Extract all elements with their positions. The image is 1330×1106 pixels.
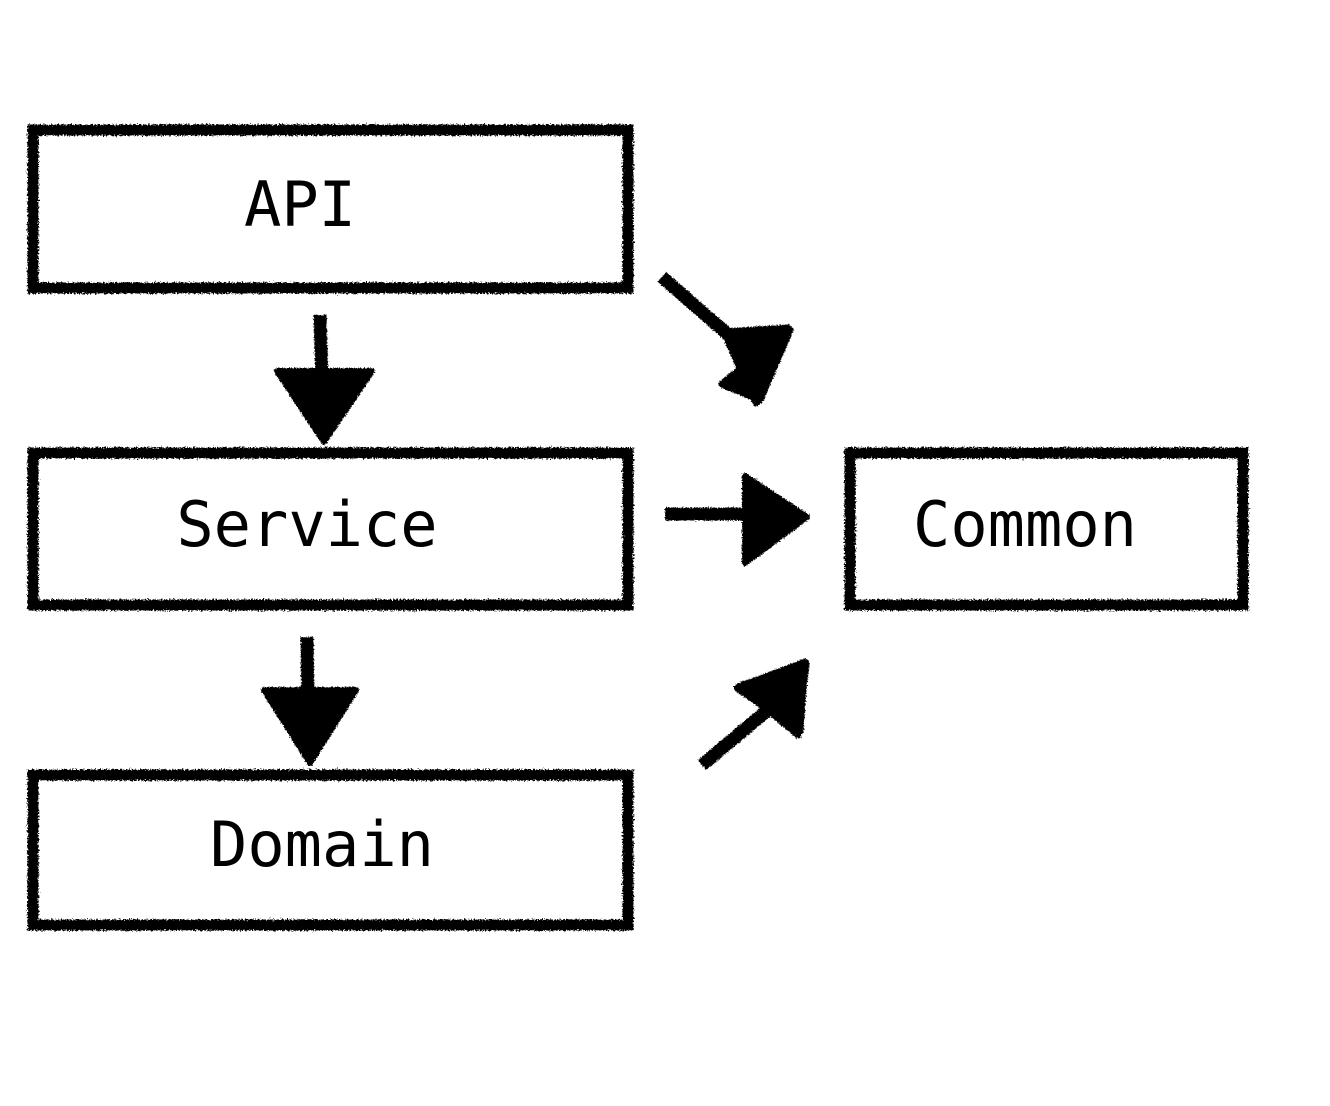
edge-api-to-service xyxy=(274,314,375,445)
node-service-border xyxy=(27,447,634,611)
node-domain-border xyxy=(27,769,634,931)
node-service[interactable]: Service xyxy=(27,447,634,611)
edge-domain-to-common xyxy=(697,658,810,770)
edge-service-to-domain xyxy=(261,636,359,766)
node-api-label: API xyxy=(244,168,356,241)
node-domain[interactable]: Domain xyxy=(27,769,634,931)
node-api-border xyxy=(27,124,634,294)
node-common[interactable]: Common xyxy=(844,447,1249,611)
edge-domain-to-common-arrowhead-fill xyxy=(736,660,810,739)
edge-service-to-domain-arrowhead xyxy=(261,687,359,766)
node-common-border xyxy=(844,447,1249,611)
node-service-label: Service xyxy=(176,488,437,561)
edge-service-to-common xyxy=(665,473,810,566)
edge-api-to-service-arrowhead xyxy=(274,368,375,445)
edge-service-to-common-arrowhead xyxy=(742,473,810,566)
edge-api-to-common xyxy=(657,272,794,407)
edge-api-to-common-arrowhead-fill xyxy=(718,326,794,404)
node-domain-label: Domain xyxy=(210,808,434,881)
node-api[interactable]: API xyxy=(27,124,634,294)
node-common-label: Common xyxy=(913,488,1137,561)
edge-domain-to-common-shaft xyxy=(697,699,780,770)
